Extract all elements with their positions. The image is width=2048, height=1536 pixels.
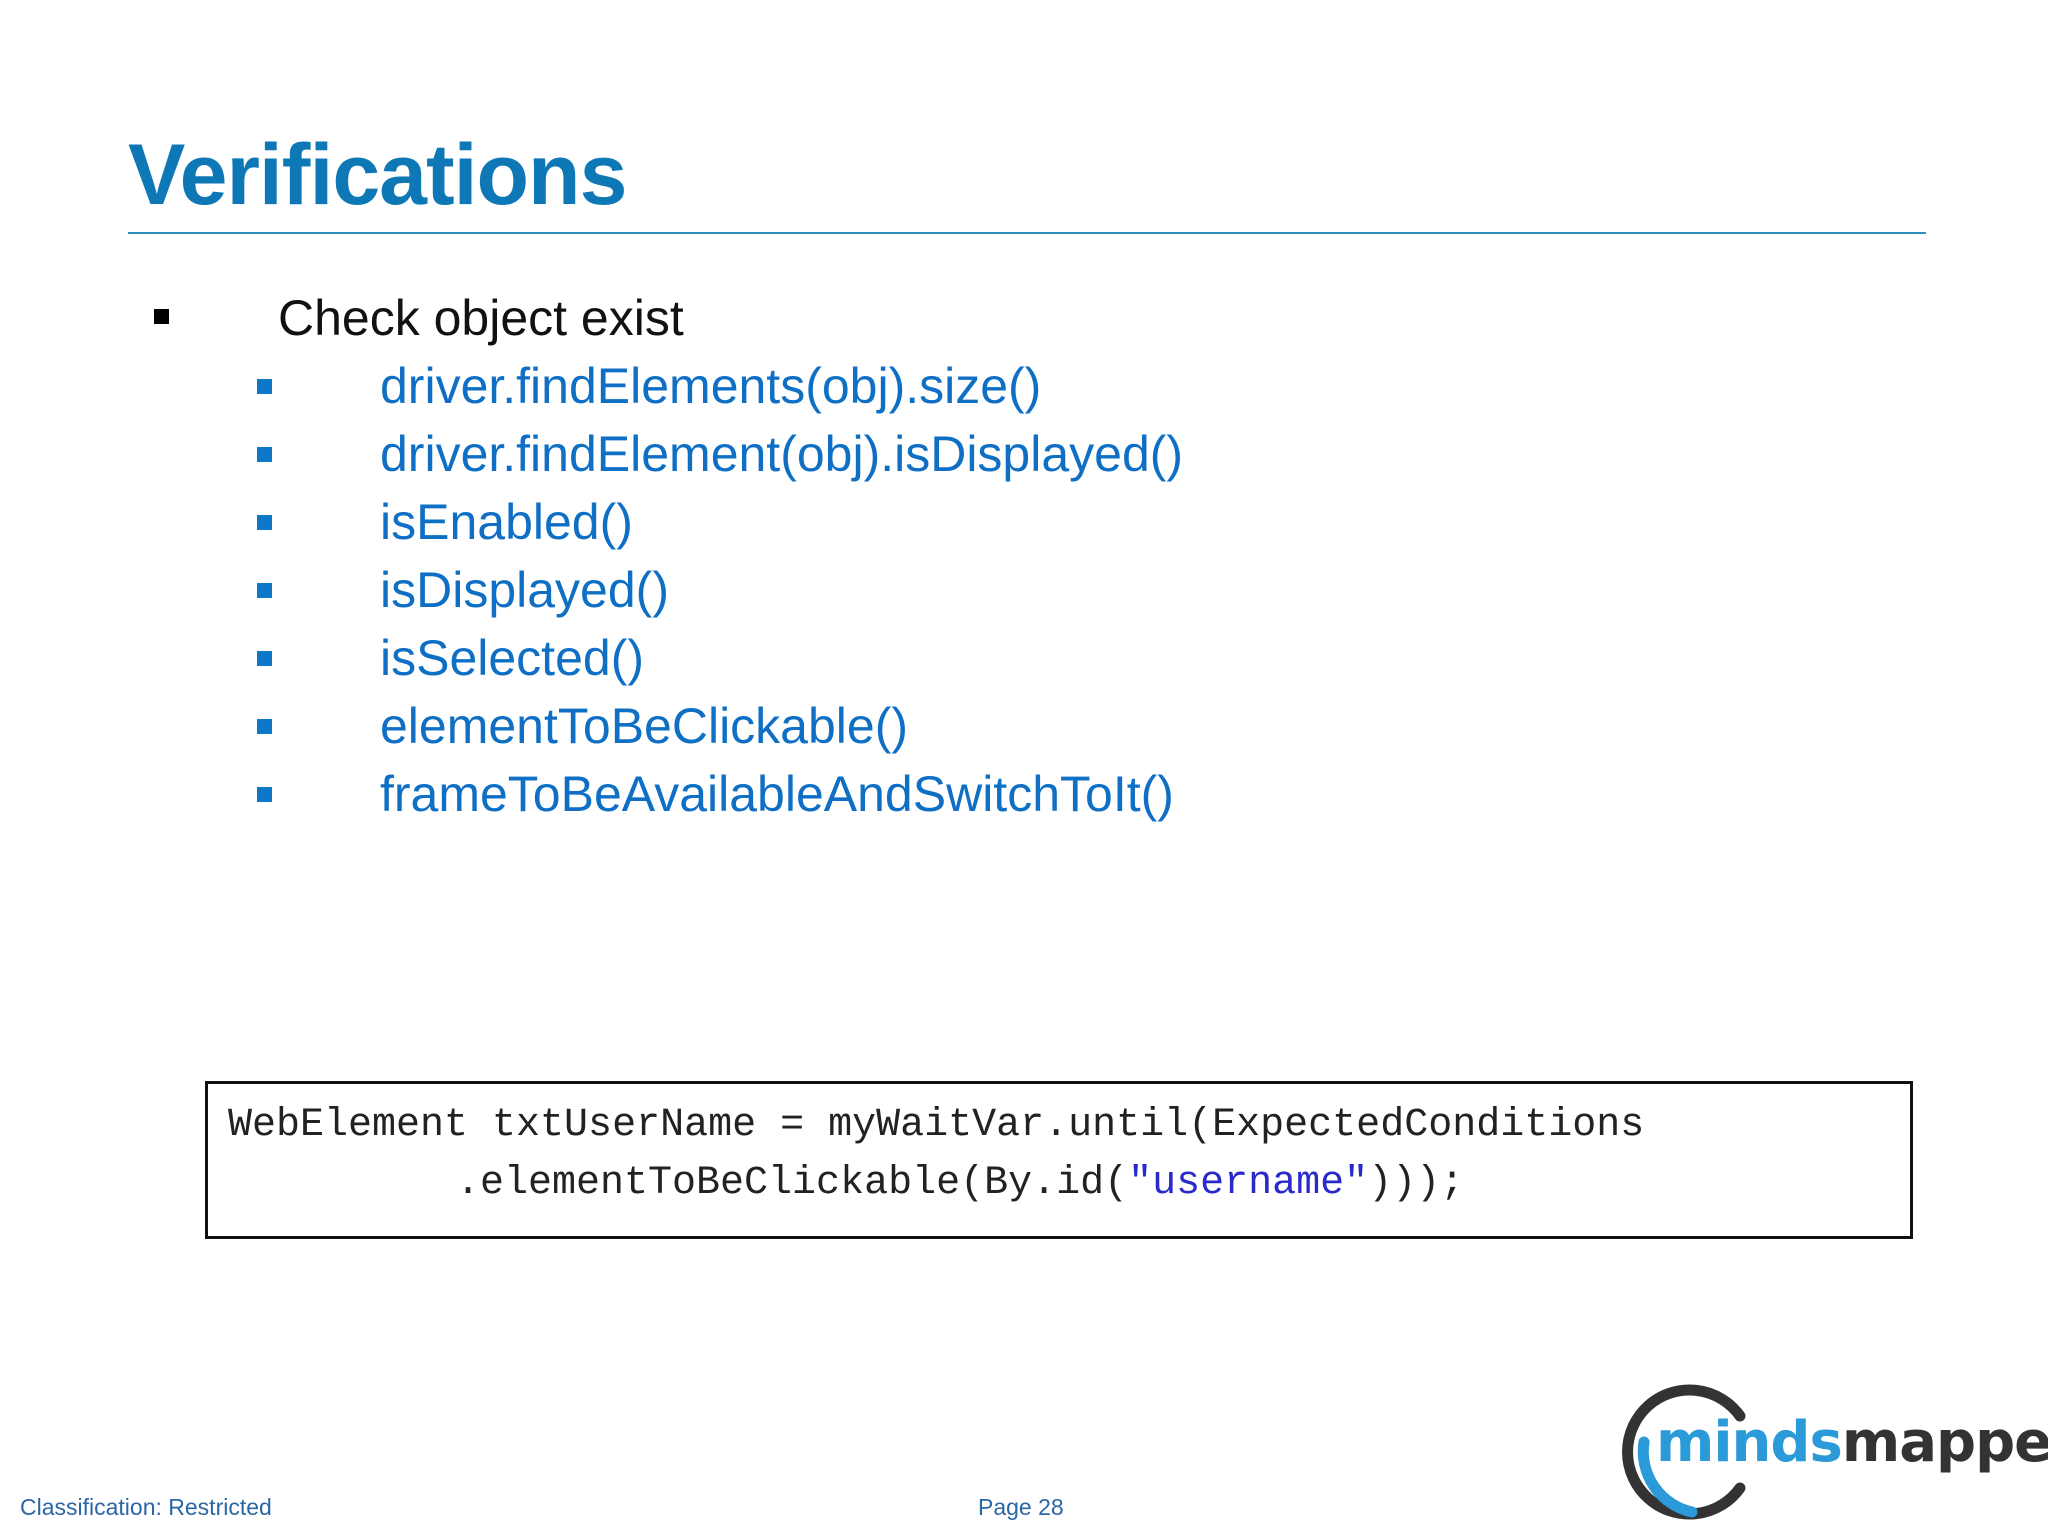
sub-bullet-text: driver.findElement(obj).isDisplayed() — [380, 426, 1184, 482]
footer-classification: Classification: Restricted — [20, 1494, 272, 1520]
sub-bullet-text: isSelected() — [380, 630, 644, 686]
sub-bullet-text: frameToBeAvailableAndSwitchToIt() — [380, 766, 1174, 822]
blue-square-bullet-icon — [257, 787, 272, 802]
logo-text-minds: minds — [1656, 1410, 1843, 1475]
blue-square-bullet-icon — [257, 515, 272, 530]
code-line-2: .elementToBeClickable(By.id("username"))… — [456, 1160, 1464, 1208]
bullet-item-check-object-exist: Check object exist — [0, 285, 1500, 355]
code-line-2-prefix: .elementToBeClickable(By.id( — [456, 1161, 1129, 1206]
sub-bullet-text: elementToBeClickable() — [380, 698, 909, 754]
blue-square-bullet-icon — [257, 583, 272, 598]
sub-bullet-text: isDisplayed() — [380, 562, 669, 618]
sub-bullet-item: elementToBeClickable() — [0, 693, 1500, 761]
sub-bullet-item: driver.findElements(obj).size() — [0, 353, 1500, 421]
logo-wordmark: mindsmapped — [1656, 1408, 2048, 1478]
logo-text-mapped: mapped — [1841, 1410, 2048, 1475]
blue-square-bullet-icon — [257, 719, 272, 734]
title-divider — [128, 232, 1926, 234]
blue-square-bullet-icon — [257, 379, 272, 394]
code-line-1: WebElement txtUserName = myWaitVar.until… — [228, 1103, 1645, 1148]
sub-bullet-item: isSelected() — [0, 625, 1500, 693]
brand-ring-icon — [1622, 1384, 1746, 1520]
sub-bullet-item: driver.findElement(obj).isDisplayed() — [0, 421, 1500, 489]
bullet-text: Check object exist — [278, 290, 684, 346]
mindsmapped-logo: mindsmapped — [1622, 1380, 2048, 1520]
sub-bullet-text: isEnabled() — [380, 494, 633, 550]
sub-bullet-item: frameToBeAvailableAndSwitchToIt() — [0, 761, 1500, 829]
black-square-bullet-icon — [154, 309, 169, 324]
footer-page-number: Page 28 — [978, 1494, 1064, 1520]
blue-square-bullet-icon — [257, 651, 272, 666]
slide-title: Verifications — [128, 127, 627, 223]
sub-bullet-text: driver.findElements(obj).size() — [380, 358, 1042, 414]
code-line-2-suffix: ))); — [1368, 1161, 1465, 1206]
blue-square-bullet-icon — [257, 447, 272, 462]
code-snippet-box: WebElement txtUserName = myWaitVar.until… — [205, 1081, 1913, 1239]
sub-bullet-list: driver.findElements(obj).size() driver.f… — [0, 353, 1500, 829]
sub-bullet-item: isDisplayed() — [0, 557, 1500, 625]
sub-bullet-item: isEnabled() — [0, 489, 1500, 557]
code-string-literal: "username" — [1128, 1161, 1369, 1206]
